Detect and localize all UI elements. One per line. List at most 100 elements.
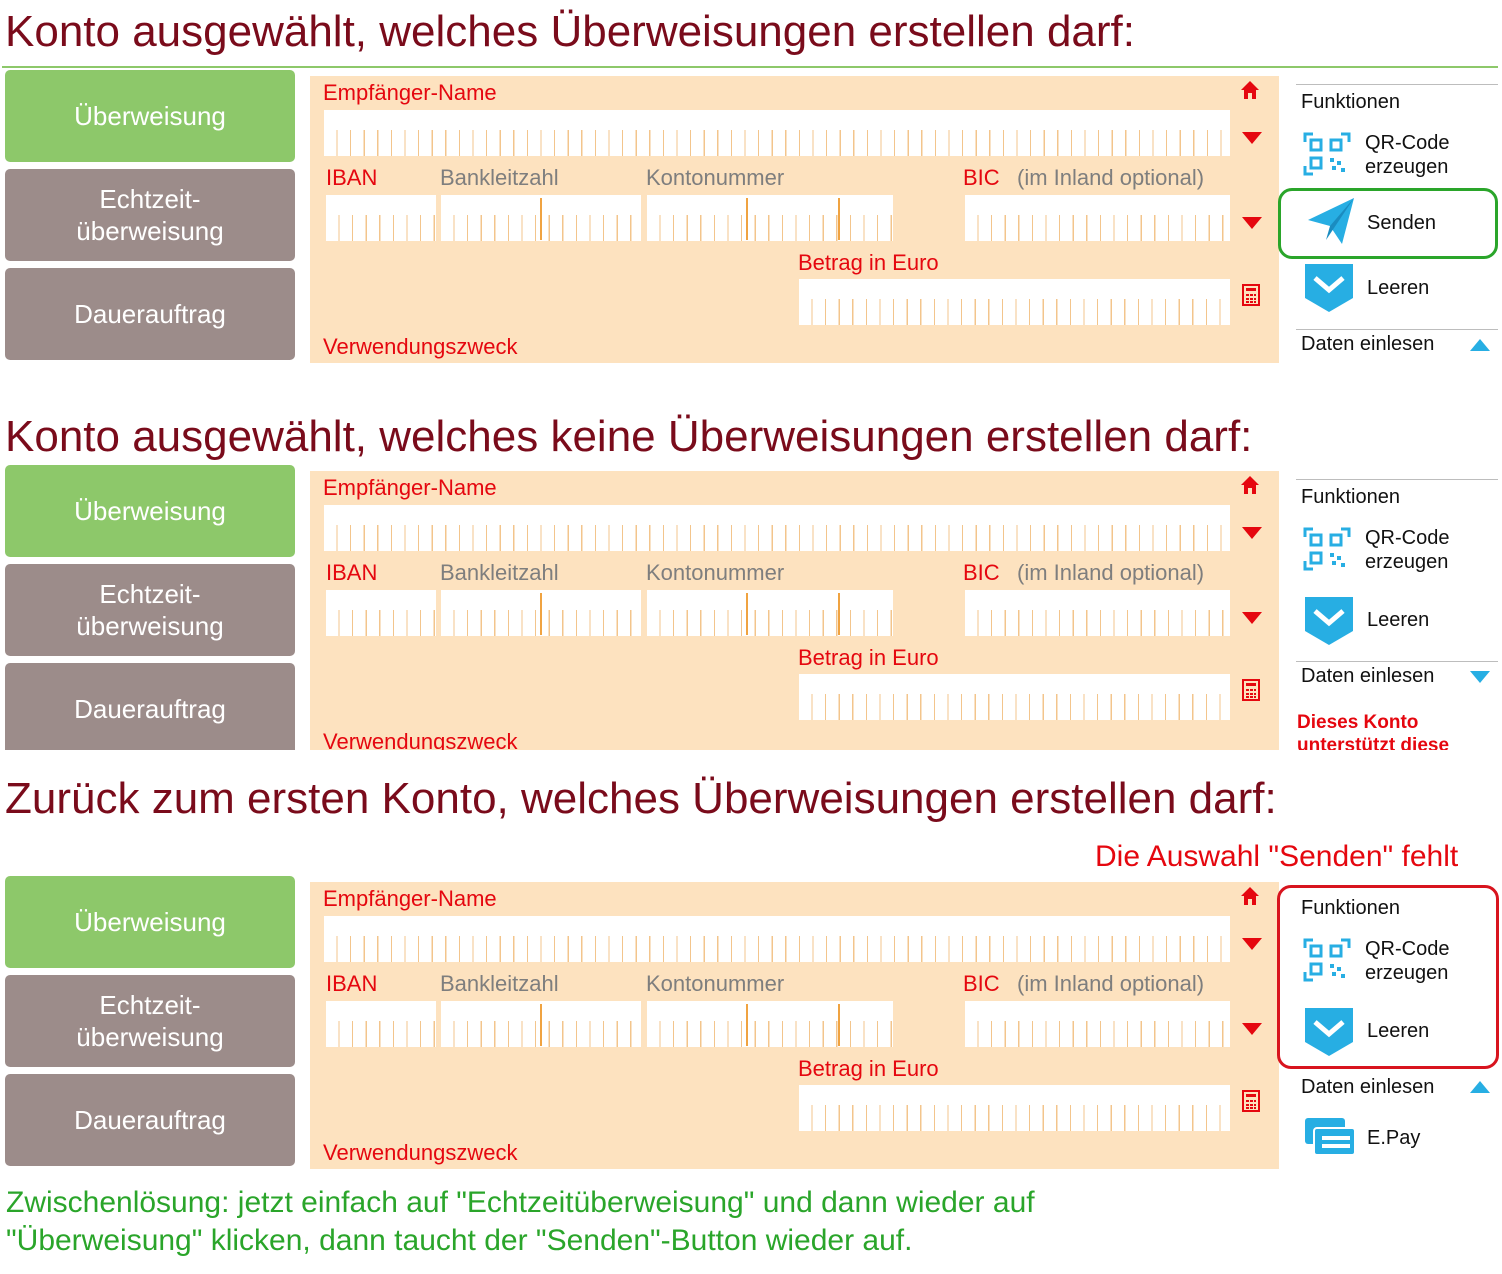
- betrag-input[interactable]: [799, 279, 1230, 325]
- home-icon[interactable]: [1240, 886, 1260, 911]
- tab-echtzeit[interactable]: Echtzeit-überweisung: [5, 169, 295, 261]
- calculator-icon[interactable]: [1242, 1090, 1260, 1117]
- clear-icon[interactable]: [1303, 1006, 1355, 1063]
- transfer-form: Empfänger-Name IBAN Bankleitzahl Kontonu…: [310, 76, 1279, 363]
- blz-label: Bankleitzahl: [440, 560, 559, 585]
- bic-dropdown-icon[interactable]: [1242, 1023, 1262, 1035]
- bic-dropdown-icon[interactable]: [1242, 612, 1262, 624]
- tab-dauerauftrag-label: Dauerauftrag: [74, 299, 226, 329]
- tab-ueberweisung[interactable]: Überweisung: [5, 876, 295, 968]
- calculator-icon[interactable]: [1242, 679, 1260, 706]
- empfaenger-dropdown-icon[interactable]: [1242, 938, 1262, 950]
- sidebar-rule-2: [1296, 329, 1498, 330]
- senden-button[interactable]: Senden: [1367, 212, 1436, 234]
- daten-einlesen-toggle[interactable]: Daten einlesen: [1301, 333, 1435, 355]
- empfaenger-input[interactable]: [324, 505, 1230, 551]
- verwendung-label: Verwendungszweck: [323, 334, 518, 359]
- bic-hint: (im Inland optional): [1017, 971, 1205, 996]
- tab-ueberweisung[interactable]: Überweisung: [5, 70, 295, 162]
- bic-dropdown-icon[interactable]: [1242, 217, 1262, 229]
- missing-senden-highlight-box: [1277, 885, 1499, 1069]
- iban-input[interactable]: [326, 1001, 436, 1047]
- empfaenger-dropdown-icon[interactable]: [1242, 527, 1262, 539]
- bic-input[interactable]: [965, 195, 1230, 241]
- bic-hint: (im Inland optional): [1017, 560, 1205, 585]
- bic-label: BIC: [963, 165, 1000, 190]
- empfaenger-input[interactable]: [324, 110, 1230, 156]
- blz-separator: [540, 198, 542, 240]
- konto-separator-2: [838, 593, 840, 635]
- bic-label: BIC: [963, 971, 1000, 996]
- kontonummer-input[interactable]: [647, 590, 893, 636]
- sidebar-top-rule: [1296, 479, 1498, 480]
- tab-echtzeit-label: Echtzeit-überweisung: [76, 184, 224, 246]
- empfaenger-dropdown-icon[interactable]: [1242, 132, 1262, 144]
- section3-heading: Zurück zum ersten Konto, welches Überwei…: [5, 774, 1277, 823]
- kontonummer-input[interactable]: [647, 195, 893, 241]
- bic-input[interactable]: [965, 1001, 1230, 1047]
- expand-icon[interactable]: [1470, 671, 1490, 683]
- epay-button[interactable]: E.Pay: [1367, 1127, 1421, 1149]
- daten-einlesen-toggle[interactable]: Daten einlesen: [1301, 665, 1435, 687]
- konto-separator-1: [746, 198, 748, 240]
- calculator-icon[interactable]: [1242, 284, 1260, 311]
- iban-label: IBAN: [326, 165, 378, 190]
- tab-dauerauftrag[interactable]: Dauerauftrag: [5, 663, 295, 750]
- tab-echtzeit-label: Echtzeit-überweisung: [76, 579, 224, 641]
- tab-dauerauftrag[interactable]: Dauerauftrag: [5, 268, 295, 360]
- qr-code-icon[interactable]: [1303, 132, 1351, 181]
- tab-echtzeit[interactable]: Echtzeit-überweisung: [5, 564, 295, 656]
- iban-label: IBAN: [326, 560, 378, 585]
- tab-echtzeit[interactable]: Echtzeit-überweisung: [5, 975, 295, 1067]
- collapse-icon[interactable]: [1470, 1081, 1490, 1093]
- konto-separator-2: [838, 1004, 840, 1046]
- empfaenger-input[interactable]: [324, 916, 1230, 962]
- tab-dauerauftrag-label: Dauerauftrag: [74, 694, 226, 724]
- kontonummer-input[interactable]: [647, 1001, 893, 1047]
- qr-code-icon[interactable]: [1303, 938, 1351, 987]
- send-icon[interactable]: [1306, 196, 1356, 251]
- daten-einlesen-toggle[interactable]: Daten einlesen: [1301, 1076, 1435, 1098]
- workaround-note: Zwischenlösung: jetzt einfach auf "Echtz…: [6, 1186, 1035, 1257]
- clear-icon[interactable]: [1303, 262, 1355, 319]
- kontonummer-label: Kontonummer: [646, 560, 785, 585]
- bic-hint: (im Inland optional): [1017, 165, 1205, 190]
- empfaenger-label: Empfänger-Name: [323, 475, 497, 500]
- betrag-label: Betrag in Euro: [798, 1056, 939, 1081]
- kontonummer-label: Kontonummer: [646, 165, 785, 190]
- konto-separator-2: [838, 198, 840, 240]
- clear-icon[interactable]: [1303, 595, 1355, 652]
- funktionen-label: Funktionen: [1301, 91, 1400, 113]
- konto-separator-1: [746, 1004, 748, 1046]
- senden-highlight-box: [1278, 188, 1498, 259]
- tab-ueberweisung[interactable]: Überweisung: [5, 465, 295, 557]
- empfaenger-label: Empfänger-Name: [323, 886, 497, 911]
- kontonummer-label: Kontonummer: [646, 971, 785, 996]
- missing-senden-note: Die Auswahl "Senden" fehlt: [1095, 840, 1459, 873]
- bic-input[interactable]: [965, 590, 1230, 636]
- leeren-button[interactable]: Leeren: [1367, 277, 1430, 299]
- tab-dauerauftrag[interactable]: Dauerauftrag: [5, 1074, 295, 1166]
- betrag-input[interactable]: [799, 1085, 1230, 1131]
- qr-code-icon[interactable]: [1303, 527, 1351, 576]
- section2: Überweisung Echtzeit-überweisung Dauerau…: [0, 465, 1502, 750]
- home-icon[interactable]: [1240, 475, 1260, 500]
- home-icon[interactable]: [1240, 80, 1260, 105]
- betrag-input[interactable]: [799, 674, 1230, 720]
- tab-ueberweisung-label: Überweisung: [74, 907, 226, 937]
- iban-input[interactable]: [326, 195, 436, 241]
- empfaenger-label: Empfänger-Name: [323, 80, 497, 105]
- leeren-button[interactable]: Leeren: [1367, 1020, 1430, 1042]
- leeren-button[interactable]: Leeren: [1367, 609, 1430, 631]
- blz-label: Bankleitzahl: [440, 971, 559, 996]
- betrag-label: Betrag in Euro: [798, 250, 939, 275]
- iban-input[interactable]: [326, 590, 436, 636]
- collapse-icon[interactable]: [1470, 339, 1490, 351]
- epay-icon[interactable]: [1304, 1116, 1356, 1161]
- tab-echtzeit-label: Echtzeit-überweisung: [76, 990, 224, 1052]
- tab-dauerauftrag-label: Dauerauftrag: [74, 1105, 226, 1135]
